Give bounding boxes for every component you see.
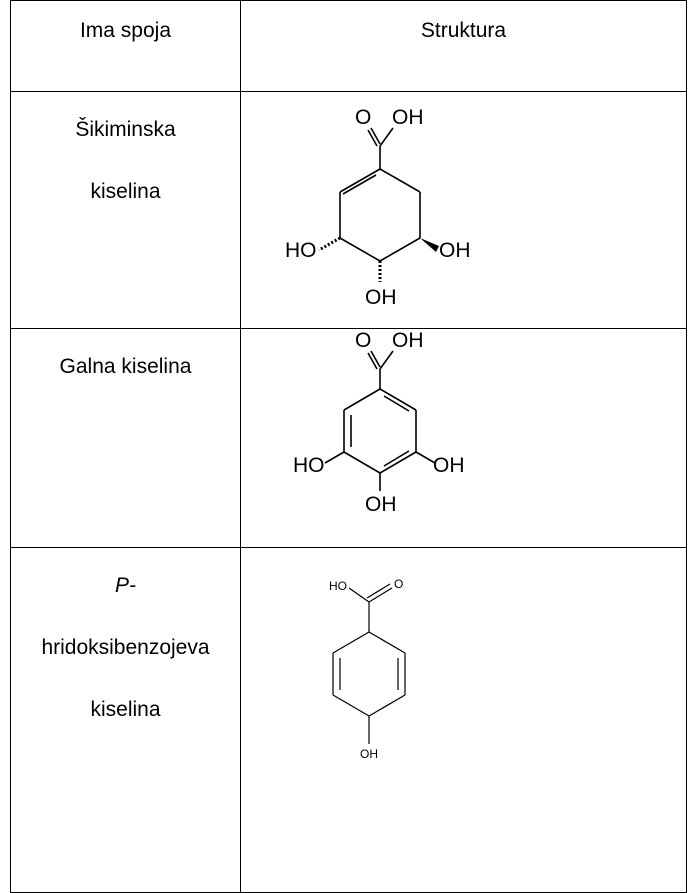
compound-name-cell: P- hridoksibenzojeva kiselina xyxy=(10,547,241,893)
table-row: P- hridoksibenzojeva kiselina xyxy=(10,547,687,893)
atom-label: O xyxy=(394,577,403,591)
shikimic-acid-structure: O OH HO OH OH xyxy=(285,106,471,309)
atom-label: O xyxy=(355,329,371,352)
gallic-acid-structure: O OH HO OH OH xyxy=(293,329,465,516)
compound-name-line: hridoksibenzojeva xyxy=(41,636,210,659)
atom-label: HO xyxy=(329,579,347,593)
structure-cell: O OH HO OH OH xyxy=(240,91,687,329)
atom-label: OH xyxy=(392,329,424,352)
compound-name-line: Galna kiselina xyxy=(59,355,192,378)
header-structure: Struktura xyxy=(420,19,507,42)
atom-label: HO xyxy=(285,239,317,262)
compound-name-line: P- xyxy=(115,574,136,597)
compound-name-line: kiselina xyxy=(90,180,161,203)
table-row: Galna kiselina xyxy=(10,328,687,548)
atom-label: OH xyxy=(439,239,471,262)
structure-cell: O OH HO OH OH xyxy=(240,328,687,548)
compound-name-cell: Šikiminska kiselina xyxy=(10,91,241,329)
p-hydroxybenzoic-acid-structure: HO O OH xyxy=(329,577,406,761)
compound-name-line: kiselina xyxy=(90,698,161,721)
table-row: Šikiminska kiselina xyxy=(10,91,687,329)
header-name-cell: Ima spoja xyxy=(10,0,241,92)
header-name: Ima spoja xyxy=(79,19,172,42)
compound-name-line: Šikiminska xyxy=(75,118,176,141)
compound-name-cell: Galna kiselina xyxy=(10,328,241,548)
atom-label: OH xyxy=(392,106,424,129)
atom-label: OH xyxy=(433,454,465,477)
structure-cell: HO O OH xyxy=(240,547,687,893)
atom-label: HO xyxy=(293,454,325,477)
document-page: Ima spoja Struktura Šikiminska kiselina xyxy=(10,0,687,893)
atom-label: O xyxy=(355,106,371,129)
atom-label: OH xyxy=(360,747,378,761)
compound-table: Ima spoja Struktura Šikiminska kiselina xyxy=(10,0,687,893)
header-structure-cell: Struktura xyxy=(240,0,687,92)
atom-label: OH xyxy=(365,286,397,309)
atom-label: OH xyxy=(365,493,397,516)
table-header-row: Ima spoja Struktura xyxy=(10,0,687,92)
